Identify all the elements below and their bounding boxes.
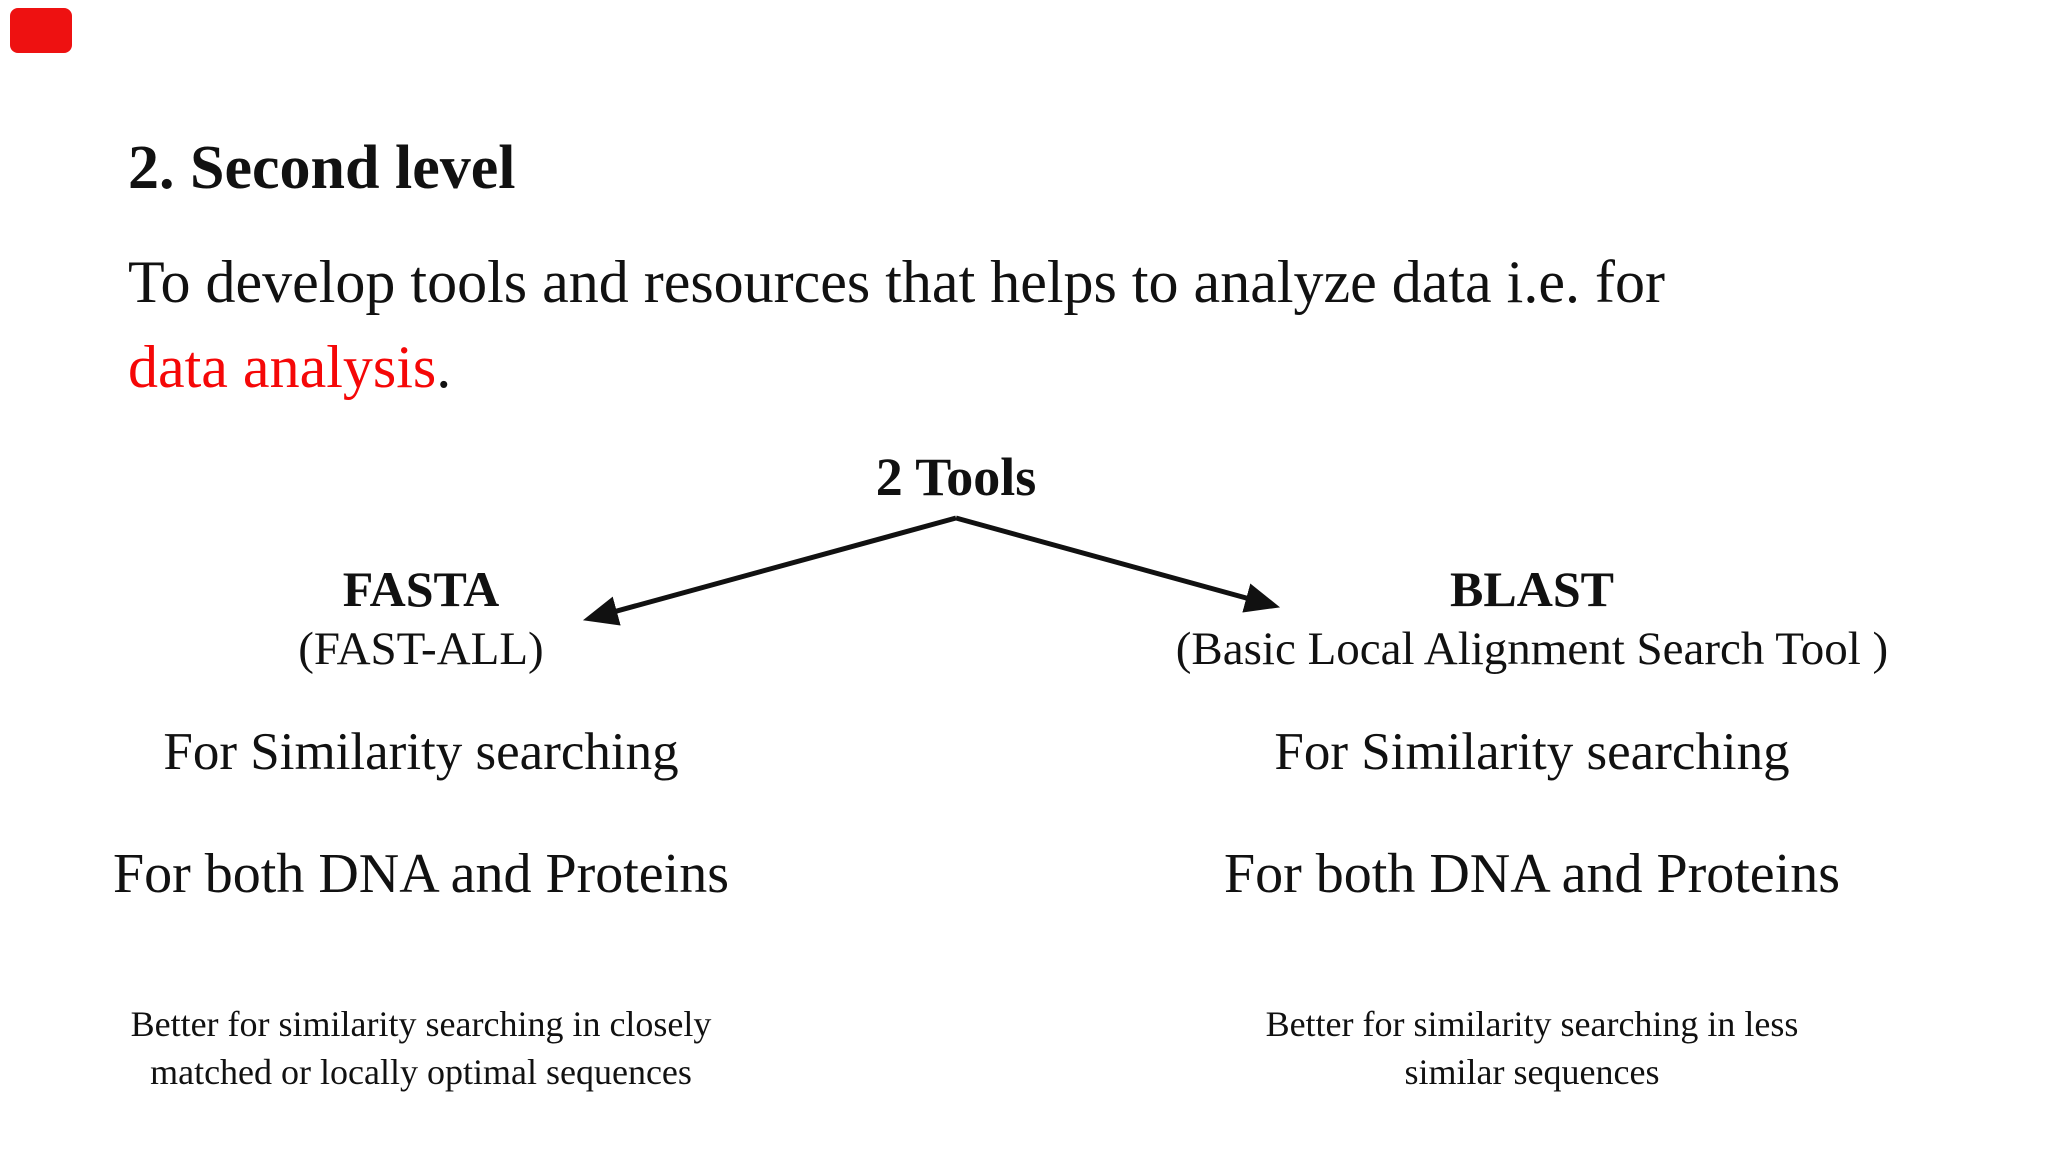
blast-expansion: (Basic Local Alignment Search Tool ) (1175, 623, 1889, 675)
blast-feature-dna-proteins: For both DNA and Proteins (1224, 843, 1840, 905)
blast-note: Better for similarity searching in less … (1132, 1000, 1932, 1096)
body-period: . (436, 334, 452, 400)
fasta-note-line1: Better for similarity searching in close… (130, 1004, 712, 1044)
fasta-feature-dna-proteins: For both DNA and Proteins (113, 843, 729, 905)
fasta-expansion: (FAST-ALL) (298, 623, 544, 675)
arrow-to-fasta-icon (582, 515, 957, 626)
fasta-note-line2: matched or locally optimal sequences (150, 1052, 692, 1092)
diagram-root-label: 2 Tools (875, 447, 1037, 507)
fasta-name: FASTA (342, 561, 500, 617)
body-highlight: data analysis (128, 334, 437, 400)
body-text-line1: To develop tools and resources that help… (128, 249, 1665, 315)
slide-body: To develop tools and resources that help… (128, 240, 1665, 410)
fasta-feature-similarity: For Similarity searching (163, 723, 679, 781)
blast-name: BLAST (1450, 561, 1614, 617)
arrow-to-blast-icon (955, 515, 1281, 613)
blast-note-line2: similar sequences (1404, 1052, 1660, 1092)
fasta-note: Better for similarity searching in close… (21, 1000, 821, 1096)
slide-title: 2. Second level (128, 134, 516, 202)
red-corner-decoration (10, 8, 72, 53)
blast-note-line1: Better for similarity searching in less (1265, 1004, 1799, 1044)
blast-feature-similarity: For Similarity searching (1274, 723, 1790, 781)
